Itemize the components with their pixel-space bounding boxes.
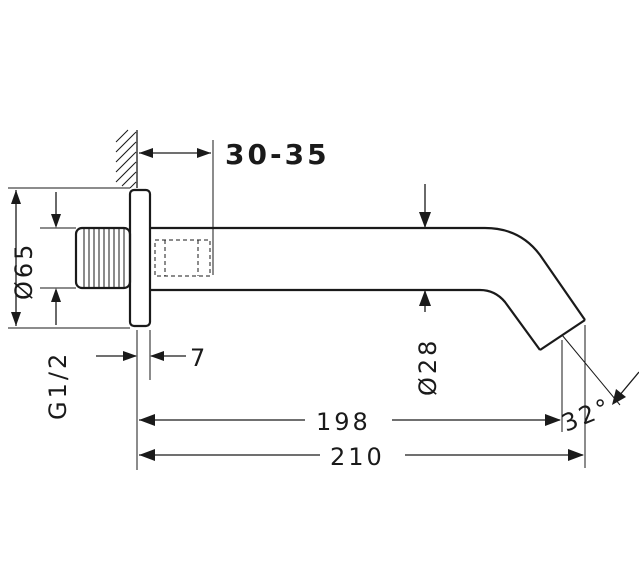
- dim-length-total: 210: [139, 325, 586, 471]
- dim-wall-depth: 30-35: [139, 138, 330, 275]
- dim-flange-thickness: 7: [96, 330, 208, 470]
- threaded-connector: [74, 226, 132, 290]
- angle-label: 32°: [558, 392, 616, 437]
- wall: [115, 129, 138, 189]
- length-outlet-label: 198: [316, 408, 371, 436]
- dim-angle: 32°: [558, 334, 639, 438]
- length-total-label: 210: [330, 443, 385, 471]
- spout-body: [150, 226, 586, 351]
- dim-spout-diameter: Ø28: [414, 184, 442, 396]
- dim-flange-diameter: Ø65: [8, 187, 130, 329]
- flange-diameter-label: Ø65: [10, 242, 38, 300]
- dim-length-outlet: 198: [139, 340, 563, 436]
- flange: [128, 188, 152, 328]
- wall-depth-label: 30-35: [225, 138, 330, 171]
- flange-thickness-label: 7: [190, 344, 208, 372]
- thread-label: G1/2: [44, 351, 72, 420]
- dim-thread: G1/2: [40, 192, 76, 420]
- spout-diameter-label: Ø28: [414, 338, 442, 396]
